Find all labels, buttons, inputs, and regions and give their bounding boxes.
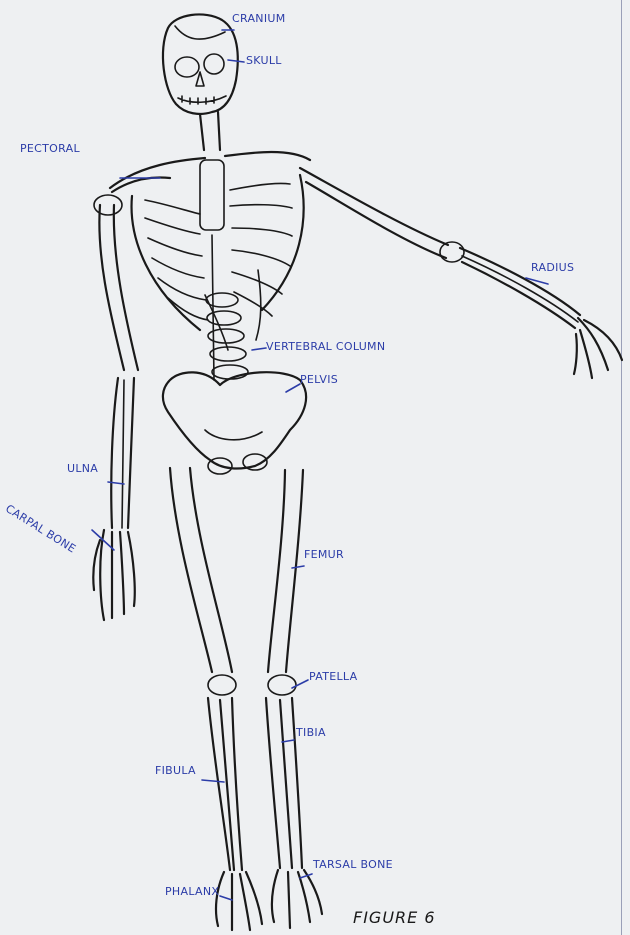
pectoral-drawing xyxy=(110,152,310,192)
label-pectoral: PECTORAL xyxy=(20,142,80,155)
legs-drawing xyxy=(170,468,303,870)
label-patella: PATELLA xyxy=(309,670,357,683)
label-femur: FEMUR xyxy=(304,548,344,561)
label-phalanx: PHALANX xyxy=(165,885,219,898)
label-vertebral-column: VERTEBRAL COLUMN xyxy=(266,340,385,353)
label-fibula: FIBULA xyxy=(155,764,196,777)
label-radius: RADIUS xyxy=(531,261,574,274)
figure-caption: FIGURE 6 xyxy=(353,908,436,927)
label-tarsal-bone: TARSAL BONE xyxy=(313,858,393,871)
left-arm-drawing xyxy=(93,195,138,620)
ribcage-drawing xyxy=(132,175,304,350)
label-cranium: CRANIUM xyxy=(232,12,286,25)
label-tibia: TIBIA xyxy=(296,726,326,739)
label-pelvis: PELVIS xyxy=(300,373,338,386)
label-ulna: ULNA xyxy=(67,462,98,475)
pelvis-drawing xyxy=(163,372,306,474)
label-skull: SKULL xyxy=(246,54,282,67)
